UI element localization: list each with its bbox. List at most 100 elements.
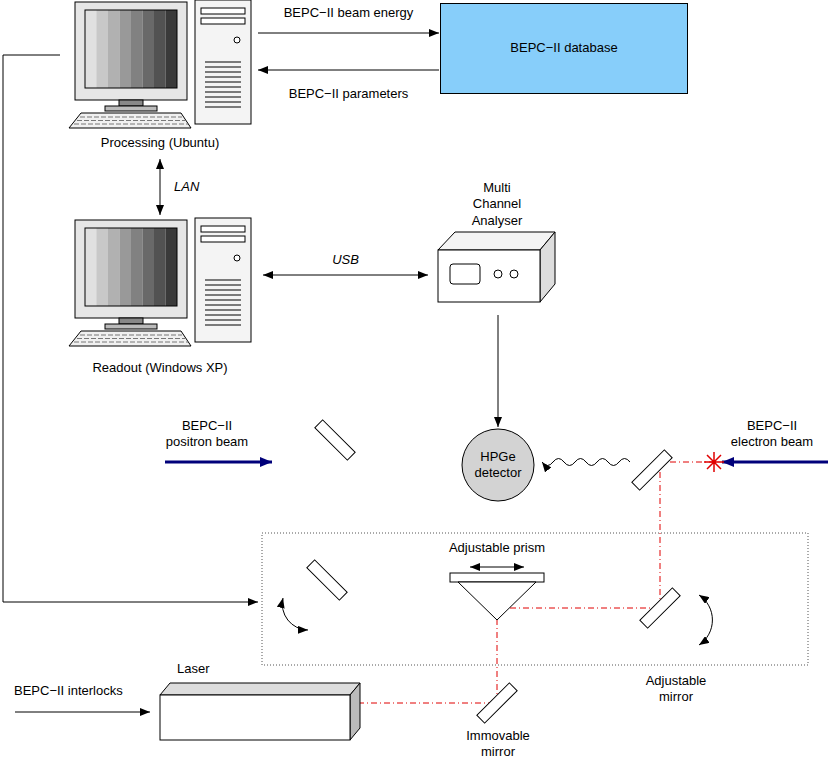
computer-icon-shape <box>60 218 260 378</box>
vent <box>205 82 241 83</box>
analyser-knob <box>494 270 502 278</box>
part-name: Adjustable prism <box>430 540 564 556</box>
vent <box>205 92 241 93</box>
power-button <box>234 37 240 43</box>
monitor <box>75 2 187 100</box>
monitor <box>75 220 187 318</box>
vent <box>205 107 241 108</box>
screen-stripe <box>120 228 132 306</box>
prism-symbol <box>458 582 536 620</box>
vent <box>205 62 241 63</box>
mirror-part: Immovable mirror <box>452 678 544 767</box>
screen-stripe <box>108 10 120 88</box>
data-arrow <box>258 70 439 71</box>
vent <box>205 325 241 326</box>
text-holder: Multi Channel Analyser <box>462 180 532 229</box>
vent <box>205 97 241 98</box>
screen-stripe <box>85 228 97 306</box>
signal-name: BEPC−II interlocks <box>12 683 156 699</box>
part-name: Multi Channel Analyser <box>462 180 532 229</box>
screen-stripe <box>143 228 155 306</box>
keyboard-keys <box>77 338 185 339</box>
vent <box>205 72 241 73</box>
tower <box>195 218 251 342</box>
text-holder: HPGe detector <box>461 428 535 502</box>
box-label: HPGe detector <box>471 449 525 482</box>
drive-bay <box>201 18 245 24</box>
vent <box>205 310 241 311</box>
text-holder: BEPC−II database <box>440 3 688 94</box>
vent <box>205 295 241 296</box>
screen-stripe <box>108 228 120 306</box>
edge-label: LAN <box>172 179 201 195</box>
monitor-stand <box>119 100 143 106</box>
vent <box>205 280 241 281</box>
laser-beam <box>358 703 497 704</box>
rotation-arrow <box>699 595 712 645</box>
computer-icon: Readout (Windows XP) <box>60 218 260 378</box>
rotation-arrow <box>282 598 308 630</box>
part-name: Adjustable mirror <box>636 673 716 706</box>
prism-part: Adjustable prism <box>430 540 564 622</box>
monitor-base <box>105 106 157 111</box>
computer-icon: Processing (Ubuntu) <box>65 0 255 155</box>
photon-line <box>542 459 630 466</box>
screen-stripe <box>131 10 143 88</box>
shift-arrow <box>470 567 524 568</box>
control-wire <box>3 55 258 602</box>
interlock-wire <box>15 712 150 713</box>
screen-stripe <box>166 10 178 88</box>
analyser-knob <box>510 270 518 278</box>
analyser-front <box>438 250 540 302</box>
laser-beam <box>497 608 498 703</box>
vent <box>205 315 241 316</box>
keyboard-keys <box>74 124 188 125</box>
computer-caption: Readout (Windows XP) <box>60 360 260 376</box>
text-holder: Adjustable mirror <box>636 673 716 706</box>
analyser-display <box>450 264 480 284</box>
electron-beam <box>722 461 828 464</box>
screen <box>85 10 177 88</box>
part-name: Laser <box>177 661 257 677</box>
laser-side <box>350 683 360 740</box>
keyboard <box>69 331 191 346</box>
screen-stripe <box>131 228 143 306</box>
database-box <box>441 4 688 94</box>
laser-front <box>160 695 350 740</box>
text-holder: Immovable mirror <box>452 728 544 761</box>
vent <box>205 285 241 286</box>
mirror-symbol <box>632 450 672 490</box>
collision-point <box>704 452 724 472</box>
screen-stripe <box>166 228 178 306</box>
database-box: BEPC−II database <box>440 3 688 94</box>
detector-circle <box>462 429 534 501</box>
vent <box>205 300 241 301</box>
drive-bay <box>201 226 245 232</box>
usb-link <box>263 275 428 276</box>
screen-stripe <box>120 10 132 88</box>
text-holder: Adjustable prism <box>430 540 564 556</box>
monitor-base <box>105 324 157 329</box>
mirror-symbol <box>640 588 680 628</box>
prism-stage <box>450 573 544 582</box>
screen-stripe <box>154 228 166 306</box>
computer-icon-shape <box>65 0 255 155</box>
vent <box>205 87 241 88</box>
laser-beam <box>497 608 660 609</box>
drive-bay <box>201 236 245 242</box>
screen-stripe <box>143 10 155 88</box>
vent <box>205 320 241 321</box>
optics-enclosure <box>262 533 808 665</box>
analyser-side <box>540 232 555 302</box>
vent <box>205 290 241 291</box>
computer-caption: Processing (Ubuntu) <box>65 135 255 151</box>
keyboard-keys <box>80 335 182 336</box>
analyser-top <box>438 232 555 250</box>
vent <box>205 77 241 78</box>
text-holder: Processing (Ubuntu) <box>65 135 255 151</box>
power-button <box>234 255 240 261</box>
box-label: BEPC−II database <box>510 40 617 56</box>
tower <box>195 0 251 124</box>
